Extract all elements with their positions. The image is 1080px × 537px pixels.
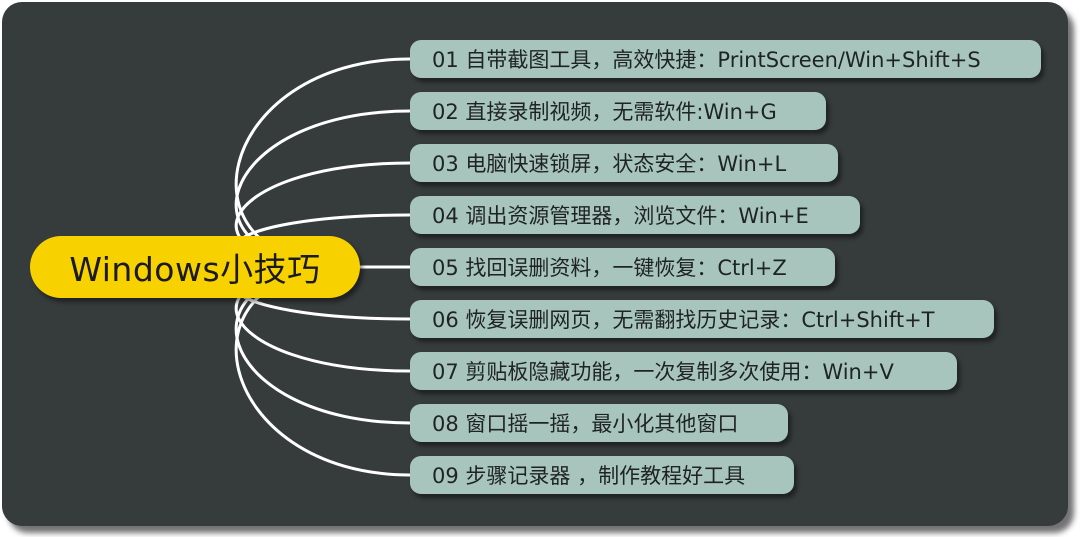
branch-label: 02 直接录制视频，无需软件:Win+G xyxy=(432,100,777,124)
branch-label: 04 调出资源管理器，浏览文件：Win+E xyxy=(432,204,809,228)
branch-label: 01 自带截图工具，高效快捷：PrintScreen/Win+Shift+S xyxy=(432,48,981,72)
branch-node-02: 02 直接录制视频，无需软件:Win+G xyxy=(410,92,826,130)
branch-node-04: 04 调出资源管理器，浏览文件：Win+E xyxy=(410,196,860,234)
branch-node-03: 03 电脑快速锁屏，状态安全：Win+L xyxy=(410,144,838,182)
root-node: Windows小技巧 xyxy=(30,236,360,298)
branch-node-08: 08 窗口摇一摇，最小化其他窗口 xyxy=(410,404,788,442)
branch-label: 08 窗口摇一摇，最小化其他窗口 xyxy=(432,412,739,436)
branch-label: 09 步骤记录器 ，制作教程好工具 xyxy=(432,464,746,488)
branch-label: 07 剪贴板隐藏功能，一次复制多次使用：Win+V xyxy=(432,360,894,384)
branch-node-01: 01 自带截图工具，高效快捷：PrintScreen/Win+Shift+S xyxy=(410,40,1041,78)
branch-node-09: 09 步骤记录器 ，制作教程好工具 xyxy=(410,456,794,494)
branch-node-05: 05 找回误删资料，一键恢复：Ctrl+Z xyxy=(410,248,835,286)
branch-node-07: 07 剪贴板隐藏功能，一次复制多次使用：Win+V xyxy=(410,352,957,390)
branch-label: 06 恢复误删网页，无需翻找历史记录：Ctrl+Shift+T xyxy=(432,308,935,332)
branch-node-06: 06 恢复误删网页，无需翻找历史记录：Ctrl+Shift+T xyxy=(410,300,994,338)
branch-label: 03 电脑快速锁屏，状态安全：Win+L xyxy=(432,152,787,176)
branch-label: 05 找回误删资料，一键恢复：Ctrl+Z xyxy=(432,256,787,280)
root-label: Windows小技巧 xyxy=(69,250,321,289)
